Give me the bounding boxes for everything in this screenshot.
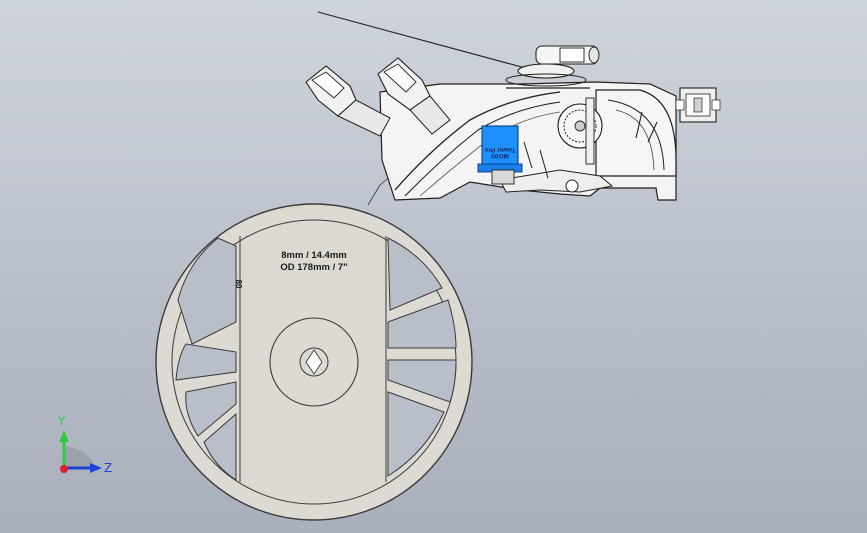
tape-reel[interactable]: 8mm / 14.4mm OD 178mm / 7" 80	[155, 203, 473, 521]
left-holder	[305, 65, 391, 137]
linkage	[499, 141, 614, 193]
tape-guide-inner	[404, 101, 561, 197]
reel-windows	[175, 237, 457, 481]
tape-line	[317, 11, 541, 73]
gear-cover-slot	[635, 111, 643, 139]
reel-label-line1: 8mm / 14.4mm	[281, 250, 346, 261]
gear-cover	[595, 89, 677, 177]
reel-label-line2: OD 178mm / 7"	[280, 262, 347, 273]
gear-wheel	[557, 97, 603, 165]
triad-z-label: Z	[104, 461, 112, 475]
top-drive-cylinder	[505, 45, 600, 89]
right-holder	[377, 57, 451, 135]
reel-side-text: 80	[234, 280, 243, 289]
triad-origin	[60, 465, 68, 473]
aluminum-extrusion	[675, 87, 721, 123]
reel-spindle-key	[305, 349, 323, 375]
gear-cover-arc-inner	[615, 109, 655, 171]
feeder-assembly[interactable]: MG90 Tower Pro	[305, 45, 721, 201]
triad-plane	[64, 446, 96, 468]
triad-z-arrow	[90, 463, 102, 473]
tape-guide-outer	[394, 91, 561, 191]
triad-y-arrow	[59, 430, 69, 442]
triad-y-label: Y	[57, 414, 66, 428]
servo-brand-text: Tower Pro	[484, 146, 515, 153]
view-orientation-triad[interactable]: Y Z	[57, 414, 112, 475]
gear-cover-arc	[607, 99, 665, 171]
servo-model-text: MG90	[491, 152, 509, 159]
servo-motor: MG90 Tower Pro	[477, 125, 523, 185]
gear-cover-slot-2	[647, 121, 658, 143]
